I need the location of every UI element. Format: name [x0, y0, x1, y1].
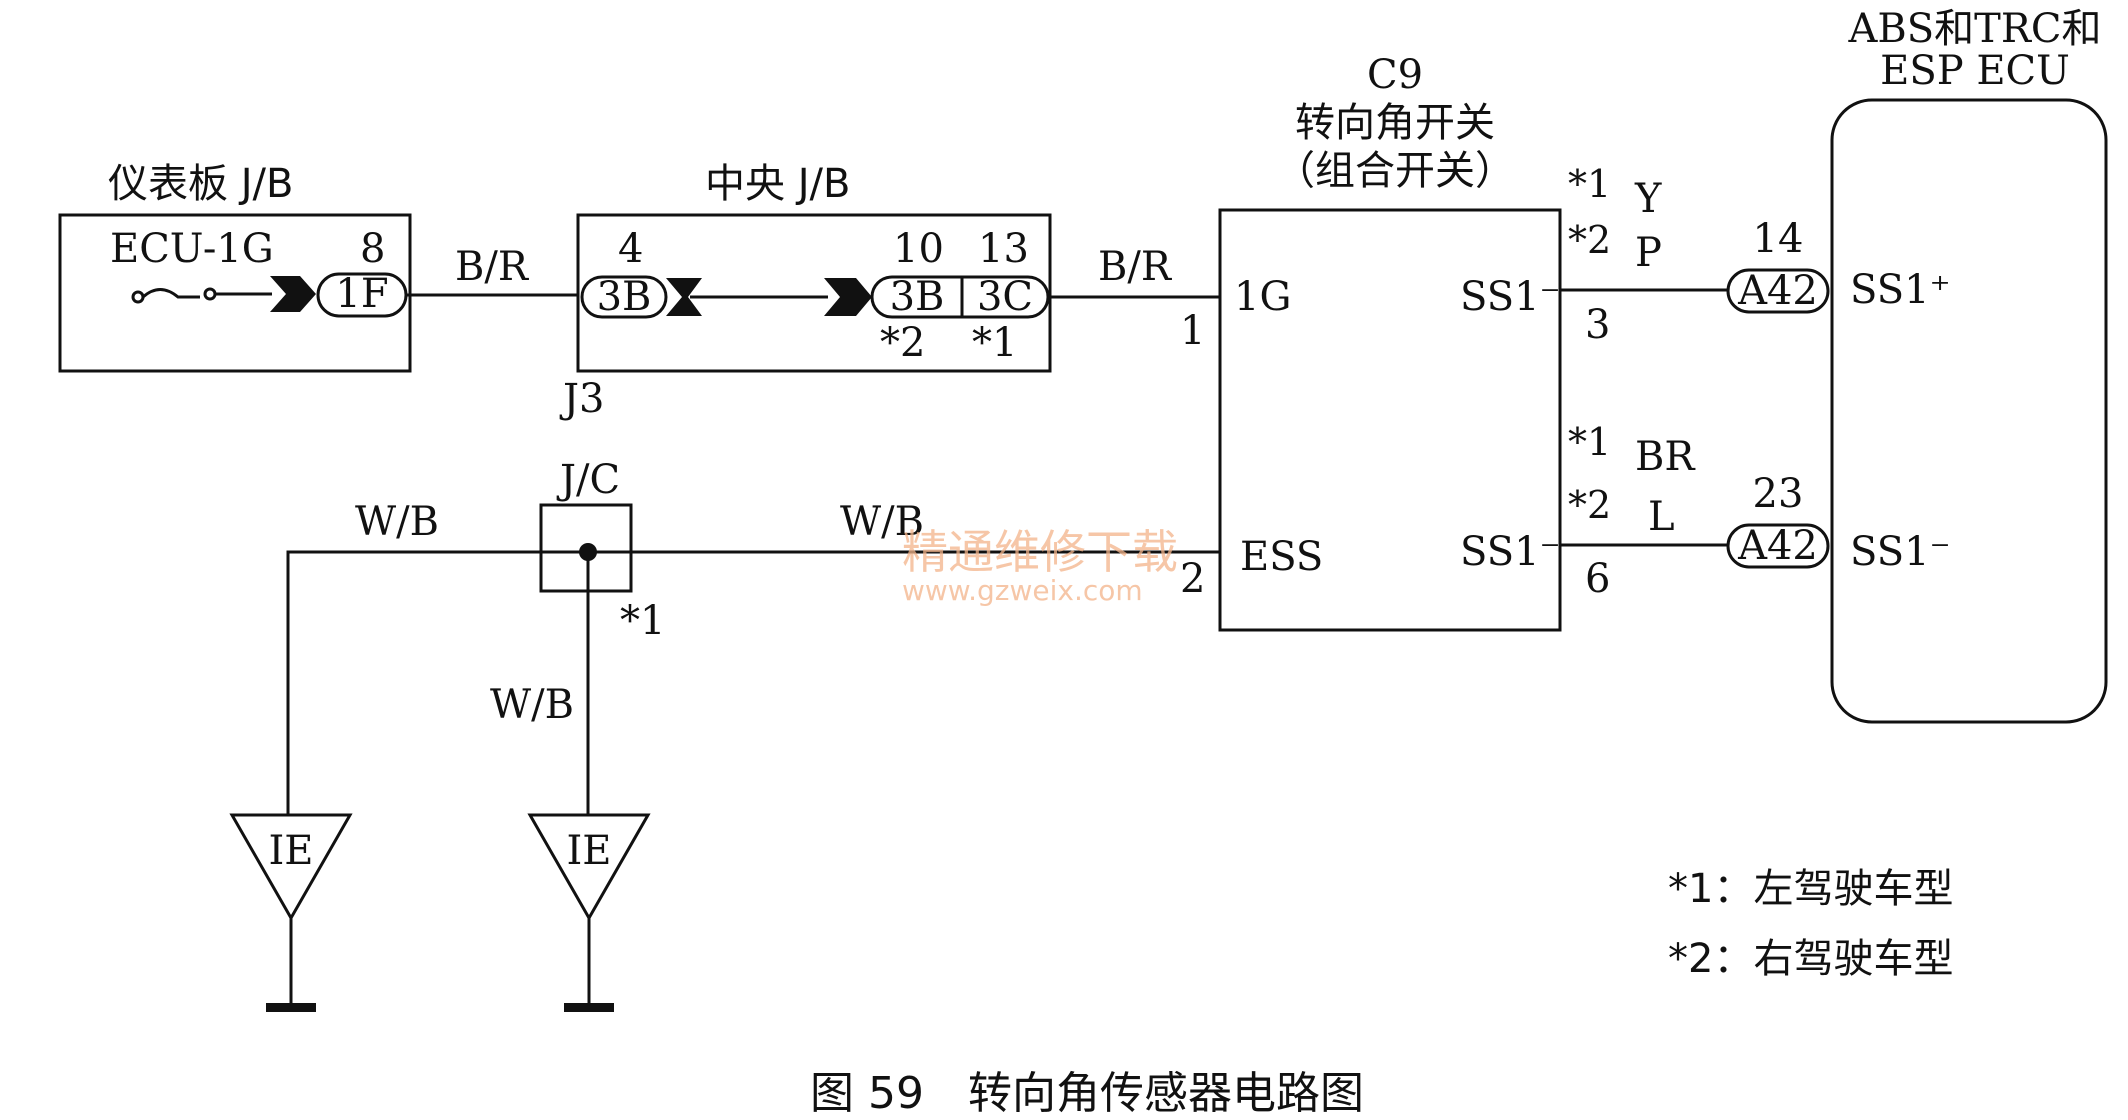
center-jb-note-2: *2 [880, 320, 925, 366]
wire-top-note-1: *1 [1568, 162, 1611, 206]
steering-switch-box [1218, 208, 1562, 632]
pin-ess-number: 2 [1180, 556, 1205, 602]
abs-trc-esp-ecu: ABS和TRC和 ESP ECU 14 A42 SS1⁺ 23 A42 SS1⁻ [1726, 6, 2108, 724]
pin-1g-number: 1 [1180, 308, 1205, 354]
fuse-icon [131, 287, 272, 304]
wire-bot-color-1: BR [1635, 434, 1696, 480]
junction-j3-label: J3 [559, 376, 604, 422]
connector-3b-left [580, 275, 668, 319]
ecu-1g-fuse-label: ECU-1G [110, 226, 274, 272]
ground-right-label: IE [567, 828, 612, 874]
ecu-title-line2: ESP ECU [1880, 48, 2070, 94]
connector-3c-label: 3C [977, 274, 1033, 320]
wire-bot-note-2: *2 [1568, 483, 1611, 527]
jc-title: J/C [556, 457, 620, 503]
connector-a42-bottom-label: A42 [1737, 523, 1818, 569]
jc-note: *1 [620, 598, 665, 644]
center-jb-pin-13: 13 [978, 226, 1029, 272]
center-jb-note-1: *1 [972, 320, 1017, 366]
instrument-jb-pin-8: 8 [360, 226, 385, 272]
wire-wb-down-label: W/B [490, 682, 574, 728]
out-top-label: SS1⁻ [1460, 274, 1561, 320]
figure-caption: 图 59 转向角传感器电路图 [810, 1068, 1364, 1119]
center-jb-pin-4: 4 [618, 226, 643, 272]
steering-angle-switch: C9 转向角开关 （组合开关） 1G 1 ESS 2 SS1⁻ SS1⁻ 3 6 [1180, 52, 1610, 632]
wire-wb-mid-label: W/B [840, 499, 924, 545]
ground-right-icon [527, 813, 651, 1012]
wire-top-color-1: Y [1634, 176, 1662, 222]
ecu-top-pin: 14 [1753, 216, 1804, 262]
wire-br-left-label: B/R [455, 244, 530, 290]
watermark-line2: www.gzweix.com [902, 574, 1143, 607]
connector-a42-top-label: A42 [1737, 268, 1818, 314]
wire-wb-left-label: W/B [355, 499, 439, 545]
jc-box [539, 503, 633, 593]
switch-subname: （组合开关） [1275, 148, 1515, 194]
wire-bot-color-2: L [1648, 494, 1675, 540]
legend-line1: *1：左驾驶车型 [1668, 866, 1953, 912]
connector-a42-bottom [1726, 523, 1830, 569]
instrument-panel-jb: 仪表板 J/B ECU-1G 8 1F [58, 161, 412, 373]
instrument-jb-box [58, 213, 412, 373]
ground-circuit: W/B W/B J/C *1 W/B IE IE [229, 457, 1220, 1012]
connector-female-icon [666, 278, 702, 316]
switch-code-c9: C9 [1367, 52, 1423, 98]
pin-1g-label: 1G [1234, 274, 1291, 320]
connector-3b-right-label: 3B [890, 274, 945, 320]
wire-top-note-2: *2 [1568, 218, 1611, 262]
wire-bot-note-1: *1 [1568, 420, 1611, 464]
center-jb-title: 中央 J/B [705, 161, 850, 207]
center-jb: 中央 J/B 4 3B 10 13 3B 3C *2 *1 J3 [559, 161, 1052, 422]
switch-name: 转向角开关 [1295, 100, 1495, 146]
watermark-line1: 精通维修下载 [902, 525, 1178, 579]
connector-3b-left-label: 3B [597, 274, 652, 320]
instrument-jb-title: 仪表板 J/B [108, 161, 293, 207]
wire-wb-left [286, 550, 1220, 815]
connector-male-icon [824, 278, 872, 316]
ecu-bottom-label: SS1⁻ [1850, 529, 1951, 575]
ground-left-icon [229, 813, 353, 1012]
out-top-number: 3 [1585, 302, 1610, 348]
pin-ess-label: ESS [1240, 534, 1323, 580]
connector-a42-top [1726, 268, 1830, 314]
connector-male-icon [270, 276, 316, 312]
wire-top-color-2: P [1635, 230, 1662, 276]
connector-1f-label: 1F [335, 271, 388, 317]
ground-left-label: IE [269, 828, 314, 874]
center-jb-box [576, 213, 1052, 373]
wire-br-right-label: B/R [1098, 244, 1173, 290]
ecu-box [1830, 98, 2108, 724]
legend-line2: *2：右驾驶车型 [1668, 936, 1953, 982]
out-bottom-label: SS1⁻ [1460, 529, 1561, 575]
ecu-title-line1: ABS和TRC和 [1847, 6, 2101, 52]
out-bottom-number: 6 [1585, 556, 1610, 602]
center-jb-pin-10: 10 [893, 226, 944, 272]
ecu-top-label: SS1⁺ [1850, 267, 1951, 313]
ecu-bottom-pin: 23 [1753, 471, 1804, 517]
